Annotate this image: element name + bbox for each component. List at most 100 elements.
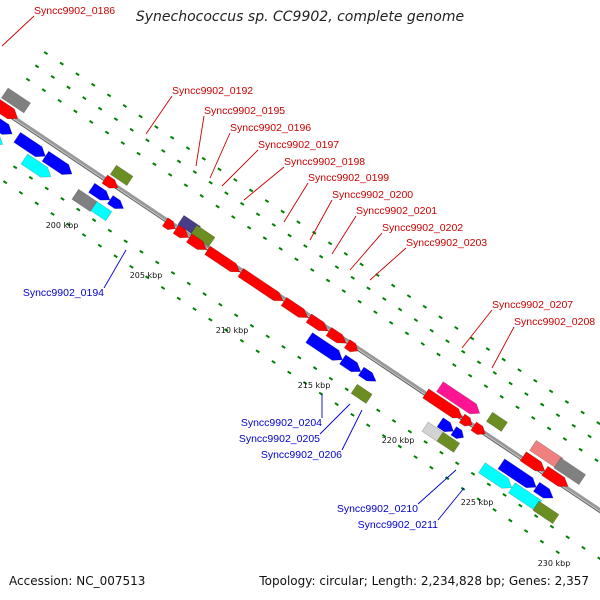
tick-dot (555, 550, 560, 555)
tick-dot (34, 64, 40, 69)
tick-dot (548, 389, 554, 394)
tick-dot (485, 347, 491, 351)
gene-arrow-blue (339, 354, 362, 373)
tick-dot (413, 318, 419, 323)
tick-dot (344, 387, 349, 392)
gene-arrow-blue (497, 458, 537, 489)
tick-dot (249, 323, 255, 328)
tick-dot (139, 249, 144, 254)
tick-dot (296, 220, 301, 225)
tick-dot (152, 162, 157, 167)
tick-dot (215, 204, 220, 209)
tick-dot (34, 201, 39, 206)
tick-dot (420, 341, 425, 346)
tick-dot (176, 296, 182, 301)
gene-arrow-red (343, 339, 359, 353)
gene-arrow-blue (0, 118, 13, 135)
gene-label-top: Syncc9902_0199 (308, 172, 389, 184)
tick-dot (445, 339, 450, 344)
gene-block-gray (553, 457, 587, 485)
tick-dot (278, 246, 283, 251)
tick-dot (294, 257, 299, 262)
tick-dot (334, 402, 339, 407)
gene-arrow-blue (532, 481, 554, 499)
tick-dot (467, 373, 473, 378)
tick-dot (76, 207, 81, 212)
gene-label-top: Syncc9902_0201 (356, 205, 437, 217)
tick-dot (106, 93, 112, 98)
scale-label: 205 kbp (130, 271, 163, 280)
gene-arrow-red (172, 224, 189, 239)
gene-arrow-red (458, 413, 473, 427)
genome-summary: Topology: circular; Length: 2,234,828 bp… (259, 574, 589, 588)
scale-label: 230 kbp (538, 559, 571, 568)
gene-block-green (532, 500, 560, 525)
tick-dot (533, 514, 539, 519)
tick-dot (161, 148, 166, 153)
gene-label-top: Syncc9902_0192 (172, 85, 253, 97)
tick-dot (201, 156, 206, 161)
gene-label-top: Syncc9902_0198 (284, 156, 365, 168)
tick-dot (50, 74, 55, 79)
tick-dot (486, 482, 491, 487)
gene-arrow-red (101, 174, 119, 189)
tick-dot (523, 529, 529, 534)
gene-label-bottom: Syncc9902_0206 (261, 449, 342, 461)
tick-dot (454, 461, 460, 466)
tick-dot (91, 82, 96, 87)
gene-block-green (109, 164, 134, 186)
tick-dot (44, 186, 49, 191)
tick-dot (492, 370, 498, 375)
tick-dot (287, 233, 292, 238)
tick-dot (248, 188, 254, 193)
tick-dot (2, 180, 8, 185)
gene-arrow-red (519, 451, 546, 472)
tick-dot (539, 402, 545, 407)
tick-dot (303, 244, 308, 249)
gene-block-gray (71, 188, 98, 212)
tick-dot (539, 539, 545, 544)
tick-dot (145, 138, 150, 143)
gene-arrow-blue (13, 131, 46, 158)
tick-dot (483, 384, 489, 389)
tick-dot (327, 241, 333, 246)
tick-dot (136, 151, 141, 156)
tick-dot (366, 423, 371, 428)
tick-dot (120, 141, 126, 146)
tick-dot (531, 415, 536, 420)
gene-arrow-magenta (436, 381, 481, 415)
gene-arrow-red (161, 217, 176, 231)
tick-dot (223, 328, 229, 333)
tick-dot (82, 96, 87, 101)
gene-block-green (190, 224, 216, 247)
tick-dot (343, 251, 349, 256)
gene-label-top: Syncc9902_0186 (34, 5, 115, 17)
tick-dot (533, 378, 538, 383)
tick-dot (388, 320, 394, 325)
gene-label-top: Syncc9902_0195 (204, 105, 285, 117)
label-leader-line (209, 132, 231, 179)
tick-dot (104, 130, 110, 135)
tick-dot (50, 211, 55, 216)
accession-label: Accession: NC_007513 (9, 574, 146, 588)
tick-dot (75, 72, 80, 77)
gene-arrow-red (325, 326, 347, 344)
tick-dot (436, 352, 441, 357)
tick-dot (325, 278, 331, 283)
tick-dot (287, 370, 292, 375)
gene-arrow-blue (436, 417, 454, 433)
gene-arrow-red (204, 245, 241, 273)
tick-dot (43, 51, 49, 56)
gene-label-bottom: Syncc9902_0204 (241, 417, 322, 429)
tick-dot (312, 366, 318, 371)
tick-dot (382, 296, 387, 301)
tick-dot (318, 254, 324, 259)
tick-dot (350, 412, 355, 417)
scale-label: 200 kbp (46, 221, 79, 230)
tick-dot (422, 304, 428, 309)
tick-dot (57, 98, 62, 103)
tick-dot (492, 507, 497, 512)
label-leader-line (319, 403, 351, 435)
label-leader-line (103, 249, 127, 289)
gene-label-top: Syncc9902_0196 (230, 122, 311, 134)
